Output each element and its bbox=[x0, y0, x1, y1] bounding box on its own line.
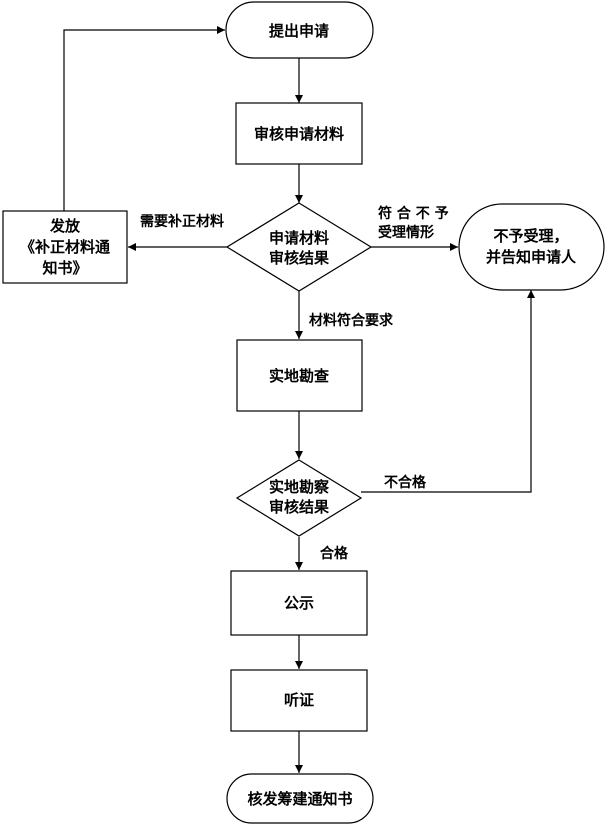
node-reject: 不予受理， 并告知申请人 bbox=[458, 203, 605, 291]
node-publicity: 公示 bbox=[230, 570, 368, 636]
node-issue-notice-line3: 知书》 bbox=[42, 259, 87, 277]
edges bbox=[63, 26, 535, 773]
node-issue-notice-line1: 发放 bbox=[49, 217, 81, 235]
node-survey-decision-line1: 实地勘察 bbox=[269, 478, 330, 496]
node-materials-decision-line1: 申请材料 bbox=[269, 229, 329, 247]
node-issue-notice-line2: 《补正材料通 bbox=[20, 238, 110, 256]
node-publicity-label: 公示 bbox=[284, 594, 314, 612]
label-need-correction: 需要补正材料 bbox=[140, 213, 224, 230]
node-submit: 提出申请 bbox=[225, 1, 374, 59]
node-review-materials-label: 审核申请材料 bbox=[254, 125, 344, 143]
node-survey-decision: 实地勘察 审核结果 bbox=[235, 459, 363, 537]
label-not-accepted-line2: 受理情形 bbox=[378, 224, 434, 241]
node-materials-decision-line2: 审核结果 bbox=[269, 249, 330, 267]
node-site-survey: 实地勘查 bbox=[236, 339, 363, 412]
node-hearing-label: 听证 bbox=[284, 691, 314, 709]
label-unqualified: 不合格 bbox=[384, 474, 427, 491]
node-reject-line1: 不予受理， bbox=[493, 227, 568, 245]
node-submit-label: 提出申请 bbox=[269, 22, 329, 40]
node-site-survey-label: 实地勘查 bbox=[269, 367, 330, 385]
label-not-accepted-line1: 符 合 不 予 bbox=[377, 205, 449, 222]
node-materials-decision: 申请材料 审核结果 bbox=[225, 202, 373, 292]
node-hearing: 听证 bbox=[230, 669, 368, 732]
node-reject-line2: 并告知申请人 bbox=[486, 248, 577, 266]
node-issue-notice: 发放 《补正材料通 知书》 bbox=[2, 210, 128, 284]
label-qualified: 合格 bbox=[320, 545, 349, 562]
node-survey-decision-line2: 审核结果 bbox=[269, 498, 330, 516]
edge-survey-decision-to-reject bbox=[361, 290, 535, 493]
label-materials-ok: 材料符合要求 bbox=[309, 312, 394, 329]
node-issue-permit-label: 核发筹建通知书 bbox=[247, 790, 352, 808]
node-review-materials: 审核申请材料 bbox=[235, 102, 363, 165]
edge-notice-to-submit bbox=[63, 26, 225, 211]
edge-labels: 需要补正材料 符 合 不 予 受理情形 材料符合要求 不合格 合格 bbox=[140, 205, 449, 562]
node-issue-permit: 核发筹建通知书 bbox=[226, 773, 374, 824]
